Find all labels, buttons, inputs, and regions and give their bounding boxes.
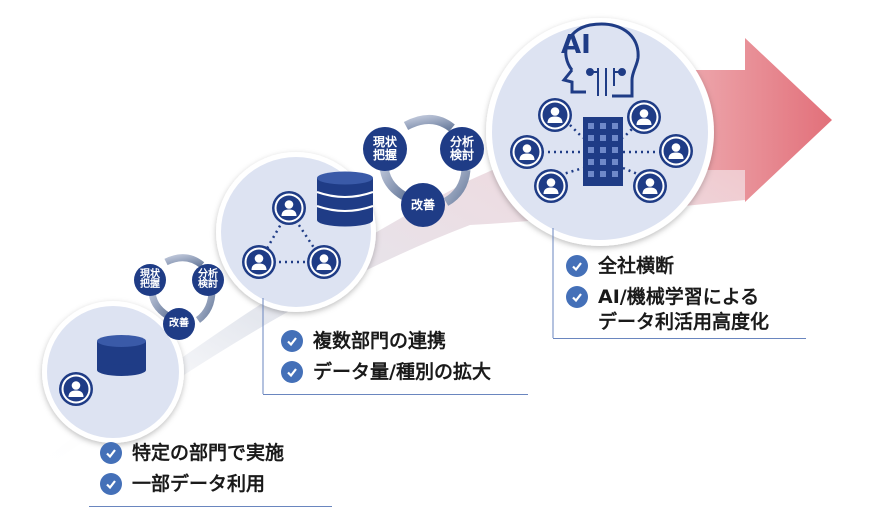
user-icon — [534, 169, 568, 203]
user-icon — [307, 245, 341, 279]
cycle-medium-kaizen-label: 改善 — [410, 197, 435, 212]
stage1-checklist: 特定の部門で実施 一部データ利用 — [100, 441, 284, 503]
checklist-item: 一部データ利用 — [100, 472, 284, 497]
user-icon — [633, 169, 667, 203]
enterprise-dotted-links — [542, 124, 660, 177]
cycle-small-genjo-label: 現状 把握 — [140, 268, 160, 290]
user-icon — [242, 245, 276, 279]
stage3-underline — [553, 338, 806, 339]
cycle-small-kaizen-label: 改善 — [169, 317, 189, 329]
stage2-underline — [263, 394, 528, 395]
check-icon — [281, 330, 303, 352]
ai-brain-head-icon — [561, 22, 640, 98]
user-icon — [272, 191, 306, 225]
checklist-item: データ量/種別の拡大 — [281, 360, 491, 385]
checklist-item: 複数部門の連携 — [281, 329, 491, 354]
cycle-small-bunseki-label: 分析 検討 — [198, 268, 218, 290]
ai-label: AI — [561, 30, 591, 60]
stage1-underline — [89, 506, 332, 507]
check-icon — [566, 286, 588, 308]
cycle-medium-genjo-label: 現状 把握 — [372, 135, 397, 162]
cycle-node-medium-kaizen — [401, 183, 445, 227]
database-stack-icon — [316, 171, 374, 227]
check-icon — [100, 473, 122, 495]
cycle-node-medium-genjo — [363, 127, 407, 171]
checklist-item: 特定の部門で実施 — [100, 441, 284, 466]
user-icon — [627, 100, 661, 134]
user-icon — [659, 134, 693, 168]
stage2-checklist: 複数部門の連携 データ量/種別の拡大 — [281, 329, 491, 391]
stage3-checklist: 全社横断 AI/機械学習による データ利活用高度化 — [566, 254, 769, 341]
check-icon — [281, 361, 303, 383]
building-icon — [583, 117, 623, 186]
cycle-node-medium-bunseki — [440, 127, 484, 171]
cycle-node-small-kaizen — [163, 308, 195, 340]
user-icon — [538, 98, 572, 132]
checklist-item: AI/機械学習による データ利活用高度化 — [566, 285, 769, 335]
cycle-node-small-genjo — [134, 264, 166, 296]
cycle-medium-bunseki-label: 分析 検討 — [449, 135, 474, 162]
database-icon — [97, 335, 146, 376]
user-icon — [510, 135, 544, 169]
user-icon — [59, 372, 93, 406]
check-icon — [566, 255, 588, 277]
cycle-node-small-bunseki — [192, 264, 224, 296]
check-icon — [100, 442, 122, 464]
checklist-item: 全社横断 — [566, 254, 769, 279]
